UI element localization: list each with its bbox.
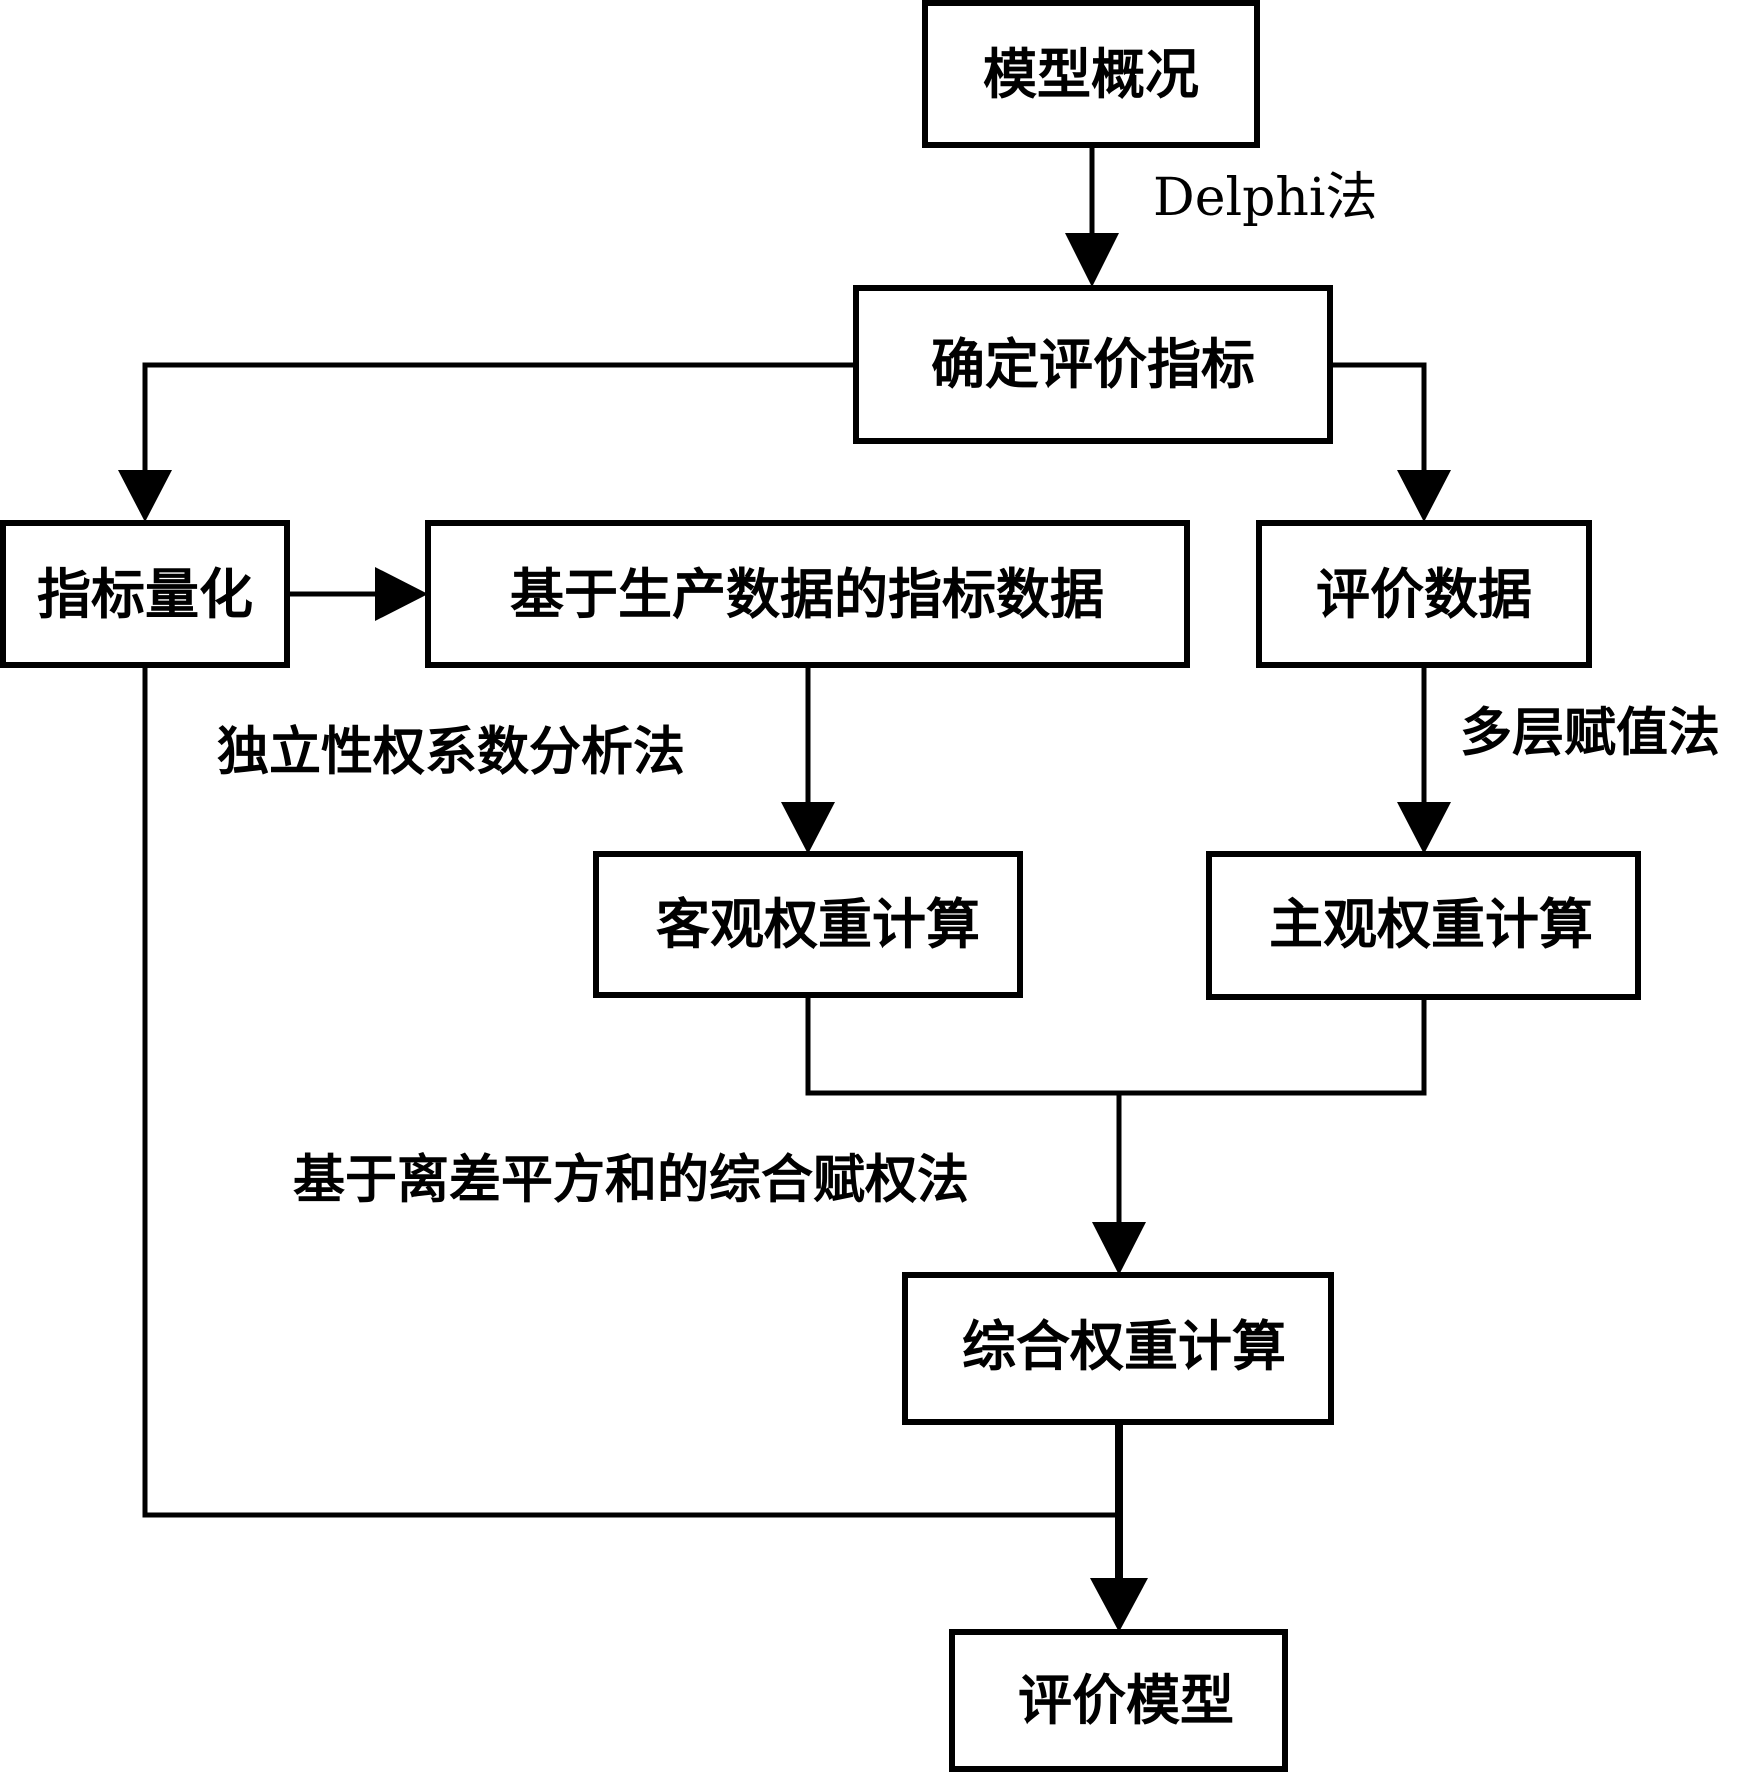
edge-label-independence-coefficient: 独立性权系数分析法 [217, 722, 685, 783]
arrowhead-down-icon [1090, 1578, 1148, 1632]
node-subjective-weight: 主观权重计算 [1206, 851, 1641, 1000]
node-determine-indicators: 确定评价指标 [853, 285, 1333, 444]
node-production-indicator-data: 基于生产数据的指标数据 [425, 520, 1190, 668]
edge-label-delphi: Delphi法 [1153, 168, 1378, 228]
node-label: 模型概况 [983, 42, 1199, 106]
node-overview: 模型概况 [922, 0, 1260, 148]
node-combined-weight: 综合权重计算 [902, 1272, 1334, 1425]
node-evaluation-model: 评价模型 [949, 1629, 1288, 1772]
node-label: 评价模型 [1018, 1668, 1234, 1732]
node-label: 确定评价指标 [931, 332, 1255, 396]
arrowheads [118, 233, 1451, 1632]
node-label: 主观权重计算 [1269, 892, 1593, 956]
arrowhead-down-icon [781, 802, 835, 854]
node-label: 客观权重计算 [656, 892, 980, 956]
node-evaluation-data: 评价数据 [1256, 520, 1592, 668]
node-label: 基于生产数据的指标数据 [510, 562, 1104, 626]
arrowhead-down-icon [118, 470, 172, 522]
node-objective-weight: 客观权重计算 [593, 851, 1023, 998]
connectors [142, 145, 1427, 1585]
arrowhead-down-icon [1065, 233, 1119, 287]
arrowhead-right-icon [375, 567, 428, 621]
node-label: 指标量化 [37, 562, 253, 626]
edge-determine-to-evaluation-data [1330, 362, 1427, 475]
edge-label-deviation-square-sum: 基于离差平方和的综合赋权法 [293, 1150, 969, 1211]
node-label: 评价数据 [1316, 562, 1532, 626]
edge-determine-to-quantification [142, 362, 856, 475]
arrowhead-down-icon [1397, 470, 1451, 522]
edge-objective-join [805, 995, 1427, 1096]
edge-quantification-to-model [142, 665, 1119, 1518]
node-indicator-quantification: 指标量化 [0, 520, 290, 668]
node-label: 综合权重计算 [962, 1314, 1286, 1378]
arrowhead-down-icon [1397, 802, 1451, 854]
edge-label-multilayer-assignment: 多层赋值法 [1460, 703, 1720, 764]
arrowhead-down-icon [1092, 1222, 1146, 1275]
